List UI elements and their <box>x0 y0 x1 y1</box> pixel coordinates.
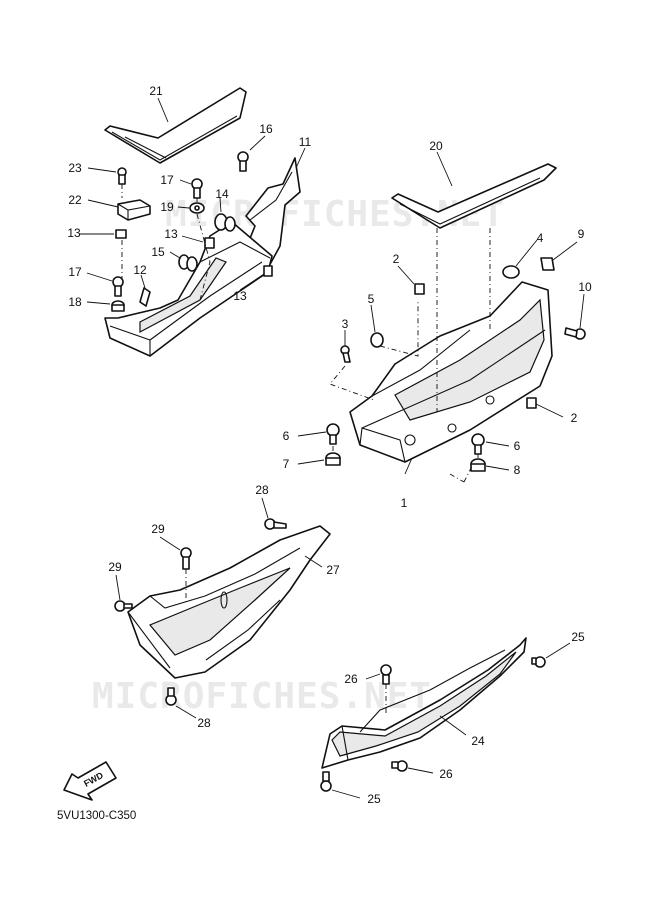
callout-2-upper: 2 <box>393 252 400 266</box>
callout-4: 4 <box>537 231 544 245</box>
callout-13-center: 13 <box>164 227 178 241</box>
screw-part-12 <box>139 287 151 307</box>
leader-lines-bottom-right <box>331 642 571 799</box>
nut-part-13-right <box>263 265 273 277</box>
screw-part-29-lower <box>114 600 133 612</box>
callout-23: 23 <box>68 161 82 175</box>
callout-1: 1 <box>401 496 408 510</box>
callout-8: 8 <box>514 463 521 477</box>
callout-26-upper: 26 <box>344 672 358 686</box>
callout-18: 18 <box>68 295 82 309</box>
footrest-mat-part-21 <box>104 87 247 164</box>
bolt-part-17-lower <box>112 276 124 297</box>
leader-lines-bottom-left <box>115 497 323 719</box>
collar-part-18 <box>111 300 125 312</box>
callout-20: 20 <box>429 139 443 153</box>
left-lower-cover <box>104 221 273 357</box>
bolt-part-17-upper <box>191 178 203 199</box>
callout-10: 10 <box>578 280 592 294</box>
leader-lines-top-left <box>80 97 306 305</box>
callout-17-lower: 17 <box>68 265 82 279</box>
screw-part-3 <box>340 345 351 363</box>
callout-29-upper: 29 <box>151 522 165 536</box>
screw-part-26-upper <box>380 664 392 685</box>
grommet-part-5 <box>370 332 384 348</box>
callout-28-upper: 28 <box>255 483 269 497</box>
watermark-bottom: MICROFICHES.NET <box>92 676 432 717</box>
collar-part-7 <box>325 452 341 466</box>
bolt-part-6-right <box>471 433 485 455</box>
callout-3: 3 <box>342 317 349 331</box>
screw-part-26-lower <box>391 760 408 772</box>
clip-part-9 <box>540 257 555 271</box>
callout-24: 24 <box>471 734 485 748</box>
callout-11: 11 <box>299 135 312 149</box>
under-cover-part-27 <box>127 525 331 679</box>
callout-19: 19 <box>160 200 174 214</box>
callout-27: 27 <box>326 563 340 577</box>
callout-12: 12 <box>133 263 147 277</box>
side-cover-part-1 <box>349 281 553 463</box>
callout-6-right: 6 <box>514 439 521 453</box>
callout-16: 16 <box>259 122 273 136</box>
callout-17-upper: 17 <box>160 173 174 187</box>
leader-lines-top-right <box>297 151 585 483</box>
box-part-22 <box>117 199 151 221</box>
callout-9: 9 <box>578 227 585 241</box>
callout-15: 15 <box>151 245 165 259</box>
screw-part-28-upper <box>264 518 287 530</box>
nut-part-13-left <box>115 229 127 239</box>
callout-26-lower: 26 <box>439 767 453 781</box>
callout-labels: 21 16 11 23 17 14 22 19 13 13 15 17 12 1… <box>67 84 592 806</box>
bolt-part-16 <box>237 151 249 172</box>
lower-side-cover-part-24 <box>321 637 527 769</box>
callout-2-lower: 2 <box>571 411 578 425</box>
collar-part-8 <box>470 458 486 472</box>
diagram-code: 5VU1300-C350 <box>57 810 136 822</box>
clip-part-2-upper <box>414 283 425 295</box>
grommet-part-15 <box>178 254 198 272</box>
washer-part-19 <box>189 202 205 214</box>
floor-mat-part-20 <box>391 163 557 229</box>
callout-25-right: 25 <box>571 630 585 644</box>
callout-22: 22 <box>68 193 82 207</box>
bolt-part-23 <box>117 167 127 185</box>
callout-25-lower: 25 <box>367 792 381 806</box>
callout-13-right: 13 <box>233 289 247 303</box>
nut-part-13-center <box>204 237 215 249</box>
bolt-part-6-left <box>326 423 340 445</box>
callout-14: 14 <box>215 187 229 201</box>
screw-part-25-right <box>531 656 546 668</box>
callout-29-lower: 29 <box>108 560 122 574</box>
callout-13-left: 13 <box>67 226 81 240</box>
clip-part-2-lower <box>526 397 537 409</box>
callout-5: 5 <box>368 292 375 306</box>
screw-part-10 <box>564 327 586 340</box>
screw-part-29-upper <box>180 547 192 570</box>
fwd-arrow-icon: FWD <box>63 761 117 801</box>
callout-21: 21 <box>149 84 163 98</box>
grommet-part-4 <box>502 265 520 279</box>
callout-28-lower: 28 <box>197 716 211 730</box>
callout-7: 7 <box>283 457 290 471</box>
grommet-part-14 <box>214 213 236 232</box>
screw-part-25-lower <box>320 771 332 792</box>
callout-6-left: 6 <box>283 429 290 443</box>
screw-part-28-lower <box>165 687 177 706</box>
